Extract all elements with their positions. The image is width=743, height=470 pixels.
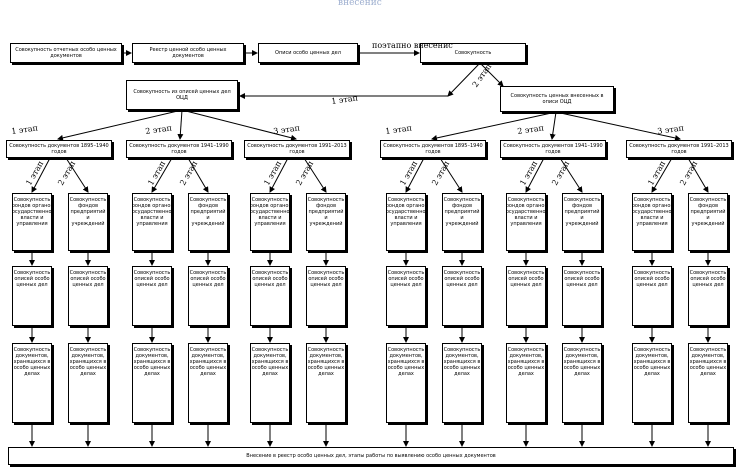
arrow-sub-1-0-1 <box>439 157 463 193</box>
watermark-text: внесенис <box>338 0 382 8</box>
level3-box-0-0-0: Совокупность документов, хранящихся в ос… <box>12 343 52 423</box>
arrow-sub-1-2-0 <box>651 157 673 193</box>
level3-box-0-2-0: Совокупность документов, хранящихся в ос… <box>250 343 290 423</box>
arrow-sub-1-0-0 <box>405 157 425 193</box>
arrow-sub-0-0-0 <box>31 157 51 193</box>
period-box-0-0: Совокупность документов 1895–1940 годов <box>6 140 112 158</box>
level3-box-1-0-1: Совокупность документов, хранящихся в ос… <box>442 343 482 423</box>
level2-box-1-2-1: Совокупность описей особо ценных дел <box>688 266 728 326</box>
arrow-to-branch-right <box>479 62 504 87</box>
top-box-3: Описи особо ценных дел <box>258 43 358 63</box>
arrow-period-0-2 <box>181 109 297 141</box>
level1-box-1-1-1: Совокупность фондов предприятий и учрежд… <box>562 193 602 251</box>
arrow-sub-0-1-1 <box>187 157 209 193</box>
arrow-sub-1-1-0 <box>525 157 545 193</box>
level1-box-0-2-1: Совокупность фондов предприятий и учрежд… <box>306 193 346 251</box>
branch-left-box: Совокупность из описей ценных дел ОЦД <box>126 80 238 110</box>
level1-box-0-1-0: Совокупность фондов органов государствен… <box>132 193 172 251</box>
arrow-sub-0-2-0 <box>269 157 289 193</box>
level2-box-0-1-0: Совокупность описей особо ценных дел <box>132 266 172 326</box>
level1-box-0-1-1: Совокупность фондов предприятий и учрежд… <box>188 193 228 251</box>
arrow-period-1-1 <box>549 111 557 140</box>
level3-box-0-0-1: Совокупность документов, хранящихся в ос… <box>68 343 108 423</box>
level1-box-1-0-0: Совокупность фондов органов государствен… <box>386 193 426 251</box>
period-box-0-1: Совокупность документов 1941–1990 годов <box>126 140 232 158</box>
level2-box-0-2-1: Совокупность описей особо ценных дел <box>306 266 346 326</box>
arrow-sub-1-2-1 <box>687 157 709 193</box>
level2-box-1-0-0: Совокупность описей особо ценных дел <box>386 266 426 326</box>
level3-box-1-1-0: Совокупность документов, хранящихся в ос… <box>506 343 546 423</box>
period-box-0-2: Совокупность документов 1991–2013 годов <box>244 140 350 158</box>
level1-box-1-2-0: Совокупность фондов органов государствен… <box>632 193 672 251</box>
level3-box-0-2-1: Совокупность документов, хранящихся в ос… <box>306 343 346 423</box>
top-box-2: Реестр ценной особо ценных документов <box>132 43 244 63</box>
level2-box-1-0-1: Совокупность описей особо ценных дел <box>442 266 482 326</box>
bottom-summary-box: Внесение в реестр особо ценных дел, этап… <box>8 447 734 465</box>
arrow-to-branch-left <box>447 62 481 97</box>
top-box-4: Совокупность <box>420 43 526 63</box>
level3-box-1-2-0: Совокупность документов, хранящихся в ос… <box>632 343 672 423</box>
level3-box-0-1-0: Совокупность документов, хранящихся в ос… <box>132 343 172 423</box>
level2-box-0-1-1: Совокупность описей особо ценных дел <box>188 266 228 326</box>
arrow-sub-1-1-1 <box>559 157 583 193</box>
arrow-period-1-0 <box>431 111 557 141</box>
arrow-period-0-1 <box>177 109 184 140</box>
top-box-1: Совокупность отчетных особо ценных докум… <box>10 43 122 63</box>
level2-box-0-2-0: Совокупность описей особо ценных дел <box>250 266 290 326</box>
level1-box-0-0-1: Совокупность фондов предприятий и учрежд… <box>68 193 108 251</box>
level1-box-1-1-0: Совокупность фондов органов государствен… <box>506 193 546 251</box>
period-box-1-1: Совокупность документов 1941–1990 годов <box>500 140 606 158</box>
level1-box-1-2-1: Совокупность фондов предприятий и учрежд… <box>688 193 728 251</box>
arrow-sub-0-1-0 <box>151 157 173 193</box>
period-box-1-2: Совокупность документов 1991–2013 годов <box>626 140 732 158</box>
level3-box-0-1-1: Совокупность документов, хранящихся в ос… <box>188 343 228 423</box>
arrow-period-0-0 <box>57 109 183 141</box>
arrow-label-top: поэтапно внесенис <box>372 41 453 50</box>
arrow-sub-0-0-1 <box>65 157 89 193</box>
arrow-sub-0-2-1 <box>303 157 327 193</box>
arrow-period-1-2 <box>555 111 681 141</box>
level2-box-1-2-0: Совокупность описей особо ценных дел <box>632 266 672 326</box>
level2-box-1-1-0: Совокупность описей особо ценных дел <box>506 266 546 326</box>
level1-box-1-0-1: Совокупность фондов предприятий и учрежд… <box>442 193 482 251</box>
level3-box-1-1-1: Совокупность документов, хранящихся в ос… <box>562 343 602 423</box>
level3-box-1-2-1: Совокупность документов, хранящихся в ос… <box>688 343 728 423</box>
level2-box-1-1-1: Совокупность описей особо ценных дел <box>562 266 602 326</box>
level2-box-0-0-1: Совокупность описей особо ценных дел <box>68 266 108 326</box>
level1-box-0-2-0: Совокупность фондов органов государствен… <box>250 193 290 251</box>
period-box-1-0: Совокупность документов 1895–1940 годов <box>380 140 486 158</box>
branch-right-box: Совокупность ценных внесенных в описи ОЦ… <box>500 86 614 112</box>
level3-box-1-0-0: Совокупность документов, хранящихся в ос… <box>386 343 426 423</box>
level1-box-0-0-0: Совокупность фондов органов государствен… <box>12 193 52 251</box>
level2-box-0-0-0: Совокупность описей особо ценных дел <box>12 266 52 326</box>
